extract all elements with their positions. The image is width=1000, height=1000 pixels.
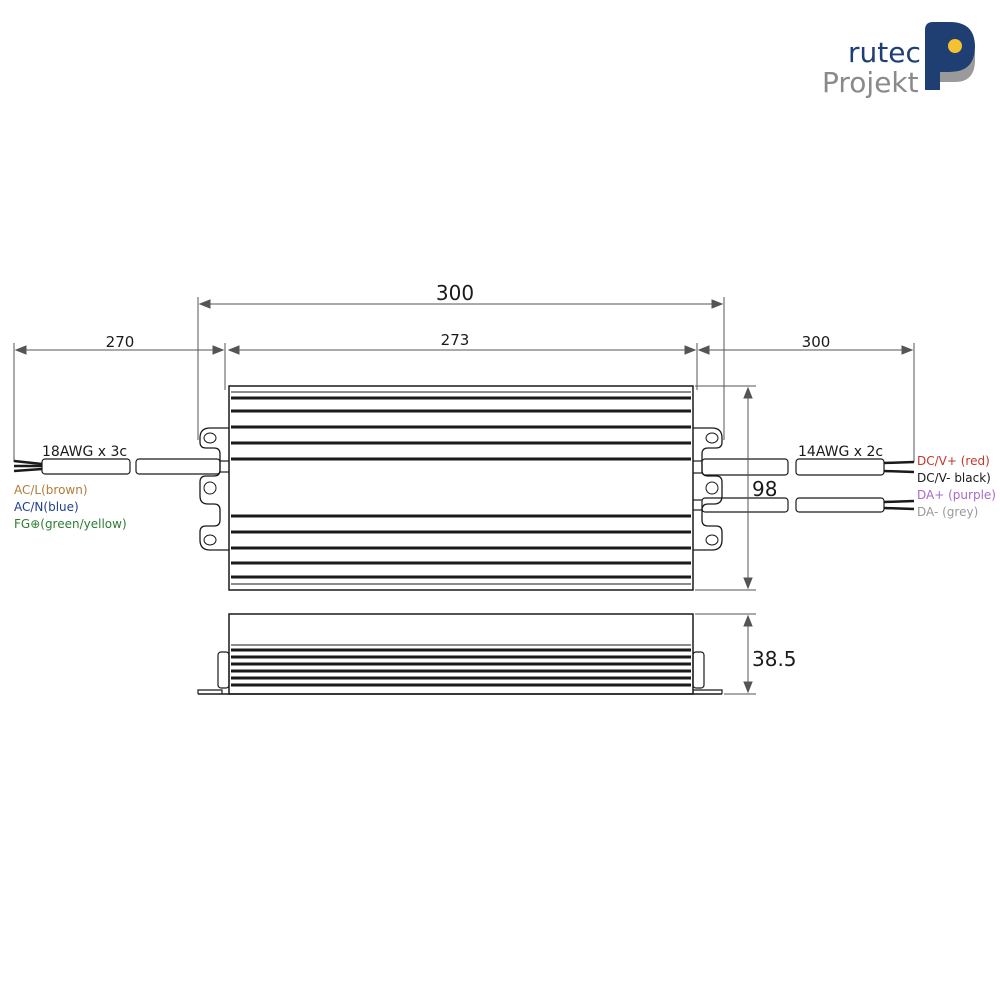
input-wire-label-2: FG⊕(green/yellow) (14, 517, 127, 531)
output-cables (693, 458, 915, 513)
input-wire-legend: AC/L(brown) AC/N(blue) FG⊕(green/yellow) (14, 483, 127, 531)
dimension-label-height: 38.5 (752, 647, 797, 671)
logo: rutec Projekt (822, 22, 975, 99)
dimension-label-width: 98 (752, 477, 777, 501)
input-cable-spec: 18AWG x 3c (42, 444, 127, 460)
output-wire-legend: DC/V+ (red) DC/V- black) DA+ (purple) DA- (… (917, 454, 996, 519)
output-wire-label-2: DA+ (purple) (917, 488, 996, 502)
output-wire-label-3: DA- (grey) (917, 505, 978, 519)
dimension-overall-length (197, 297, 725, 440)
side-view-housing (197, 613, 723, 695)
logo-text-projekt: Projekt (822, 66, 919, 99)
logo-p-icon (925, 22, 975, 90)
logo-text-rutec: rutec (848, 36, 921, 69)
dimension-row (13, 343, 915, 462)
dimension-label-overall: 300 (436, 281, 474, 305)
top-view-housing (199, 385, 723, 591)
output-cable-spec: 14AWG x 2c (798, 444, 883, 460)
dimension-label-body: 273 (441, 331, 470, 349)
dimension-label-output-cable: 300 (802, 333, 831, 351)
input-cable (13, 458, 229, 475)
output-wire-label-0: DC/V+ (red) (917, 454, 990, 468)
dimension-body-width (695, 385, 756, 591)
input-wire-label-1: AC/N(blue) (14, 500, 79, 514)
dimension-body-height (695, 613, 756, 695)
output-wire-label-1: DC/V- black) (917, 471, 991, 485)
input-wire-label-0: AC/L(brown) (14, 483, 88, 497)
dimension-label-input-cable: 270 (106, 333, 135, 351)
